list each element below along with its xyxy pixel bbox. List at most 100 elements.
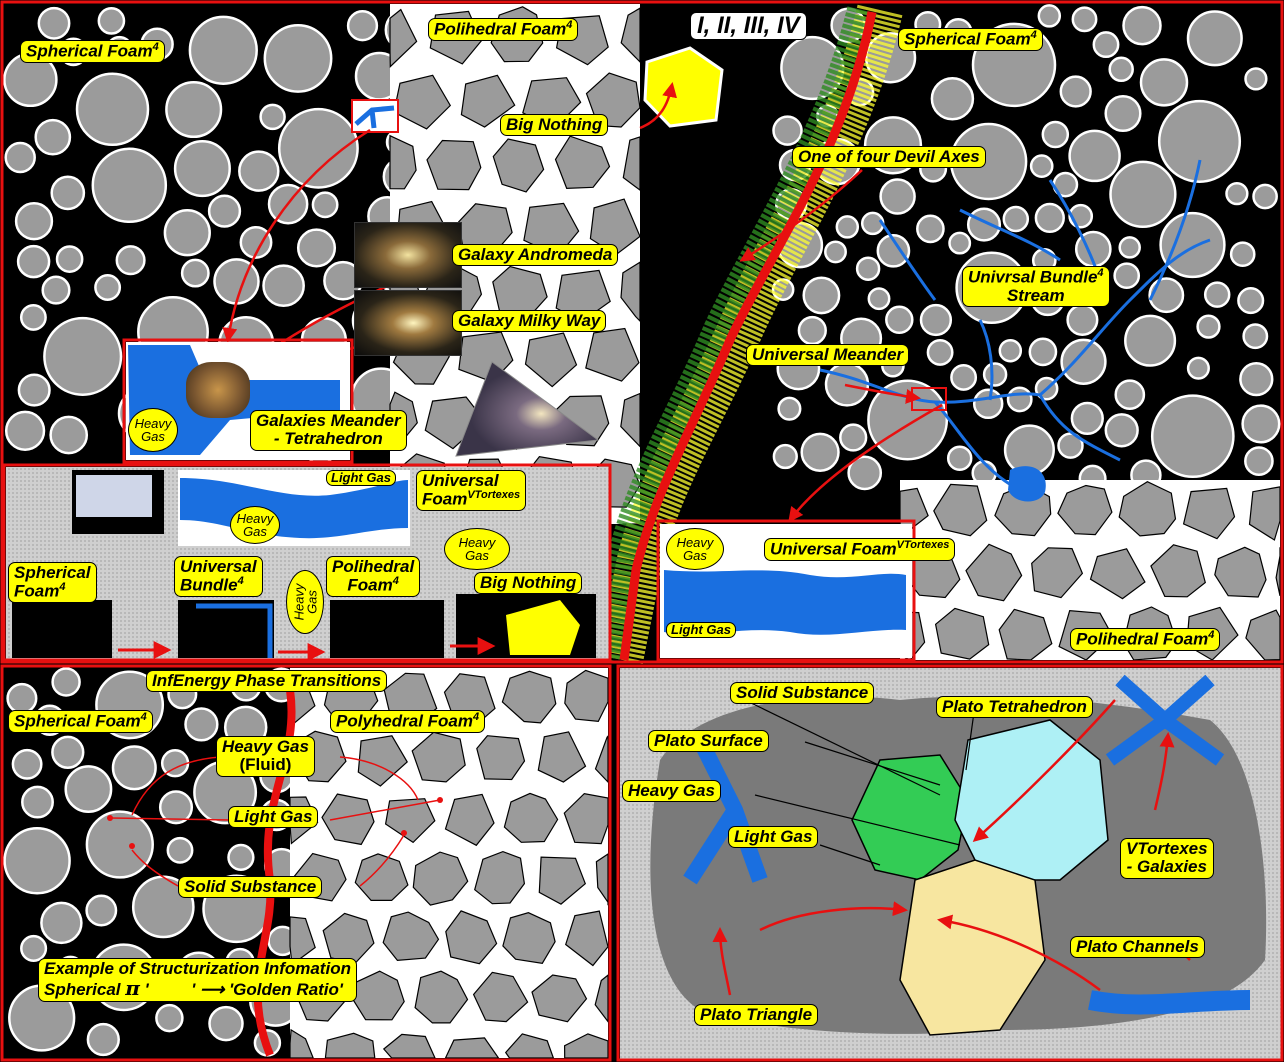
foam-bubble (1227, 183, 1248, 204)
foam-bubble (1205, 283, 1229, 307)
foam-bubble (13, 750, 41, 778)
label-devil-axes: One of four Devil Axes (792, 146, 986, 168)
label-galaxy-milky-way: Galaxy Milky Way (452, 310, 606, 332)
foam-bubble (1106, 96, 1141, 131)
foam-bubble (53, 669, 80, 696)
label-polihedral-foam-mid: PolihedralFoam4 (326, 556, 420, 597)
label-text: - Galaxies (1127, 857, 1207, 876)
foam-bubble (1188, 12, 1242, 66)
foam-bubble (1198, 316, 1220, 338)
foam-bubble (88, 1024, 119, 1055)
foam-bubble (87, 896, 116, 925)
superscript: 4 (153, 41, 159, 53)
foam-bubble (974, 390, 1002, 418)
foam-bubble (1116, 381, 1144, 409)
label-light-gas-right: Light Gas (666, 622, 736, 638)
label-text: VTortexes (1126, 839, 1208, 858)
label-plato-triangle: Plato Triangle (694, 1004, 818, 1026)
foam-bubble (1072, 403, 1103, 434)
foam-bubble (886, 307, 912, 333)
foam-bubble (869, 289, 889, 309)
foam-bubble (117, 246, 145, 274)
label-text: Univrsal Bundle (968, 268, 1097, 287)
label-spherical-foam-tr: Spherical Foam4 (898, 28, 1043, 51)
foam-bubble (1043, 122, 1068, 147)
galaxies-meander-image (186, 362, 250, 418)
foam-bubble (264, 266, 304, 306)
foam-bubble (774, 117, 802, 145)
foam-bubble (1150, 279, 1183, 312)
foam-bubble (1110, 58, 1133, 81)
foam-bubble (1039, 5, 1060, 26)
foam-bubble (1246, 69, 1267, 90)
foam-bubble (881, 180, 915, 214)
label-example-structurization: Example of Structurization Infomation Sp… (38, 958, 357, 1002)
oval-text: Heavy (292, 584, 305, 621)
tetrahedron-galaxy-image (452, 360, 602, 460)
foam-bubble (1004, 207, 1028, 231)
foam-bubble (6, 412, 44, 450)
label-spherical-foam-mid: SphericalFoam4 (8, 562, 97, 603)
foam-bubble (802, 434, 839, 471)
foam-bubble (186, 709, 218, 741)
foam-bubble (1245, 448, 1272, 475)
foam-bubble (932, 78, 973, 119)
label-text: Spherical (44, 980, 121, 999)
foam-bubble (16, 203, 52, 239)
oval-text: Gas (237, 525, 274, 538)
foam-bubble (1062, 340, 1106, 384)
label-galaxy-andromeda: Galaxy Andromeda (452, 244, 618, 266)
foam-bubble (21, 305, 45, 329)
label-text: Foam (14, 582, 59, 601)
label-universal-foam-right: Universal FoamVTortexes (764, 538, 955, 561)
foam-bubble (1111, 162, 1176, 227)
label-light-gas-br: Light Gas (728, 826, 818, 848)
foam-bubble (57, 247, 82, 272)
label-infenergy: InfEnergy Phase Transitions (146, 670, 387, 692)
foam-bubble (209, 196, 240, 227)
label-polihedral-foam-br: Polihedral Foam4 (1070, 628, 1220, 651)
foam-bubble (93, 149, 166, 222)
label-spherical-foam-bl: Spherical Foam4 (8, 710, 153, 733)
foam-bubble (1141, 59, 1187, 105)
foam-bubble (229, 845, 254, 870)
foam-bubble (6, 143, 35, 172)
label-solid-substance-br: Solid Substance (730, 682, 874, 704)
foam-bubble (156, 1005, 182, 1031)
superscript: 4 (1031, 29, 1037, 41)
foam-bubble (1243, 406, 1280, 443)
label-text: Galaxies Meander (256, 411, 401, 430)
foam-bubble (348, 11, 377, 40)
label-plato-tetrahedron: Plato Tetrahedron (936, 696, 1093, 718)
foam-bubble (779, 398, 801, 420)
foam-bubble (950, 233, 970, 253)
label-spherical-foam-tl: Spherical Foam4 (20, 40, 165, 63)
foam-bubble (39, 8, 69, 38)
oval-text: Gas (459, 549, 496, 562)
superscript: 4 (59, 581, 65, 593)
pi-symbol: π (125, 976, 140, 1000)
foam-bubble (265, 25, 331, 91)
label-polihedral-foam-top: Polihedral Foam4 (428, 18, 578, 41)
foam-bubble (984, 364, 1006, 386)
foam-bubble (1124, 7, 1161, 44)
foam-bubble (1240, 363, 1272, 395)
foam-bubble (99, 8, 124, 33)
label-polyhedral-foam-bl: Polyhedral Foam4 (330, 710, 485, 733)
foam-bubble (1231, 243, 1254, 266)
foam-bubble (1070, 131, 1120, 181)
label-text: Polihedral (332, 557, 414, 576)
superscript: 4 (566, 19, 572, 31)
foam-bubble (261, 105, 285, 129)
label-universal-foam-vtortexes: UniversalFoamVTortexes (416, 470, 526, 511)
oval-heavy-gas-3: HeavyGas (444, 528, 510, 570)
foam-bubble (66, 766, 111, 811)
foam-bubble (43, 277, 70, 304)
foam-bubble (313, 193, 337, 217)
label-heavy-gas-fluid: Heavy Gas(Fluid) (216, 736, 315, 777)
foam-bubble (917, 216, 943, 242)
label-big-nothing-mid: Big Nothing (474, 572, 582, 594)
foam-bubble (44, 318, 121, 395)
